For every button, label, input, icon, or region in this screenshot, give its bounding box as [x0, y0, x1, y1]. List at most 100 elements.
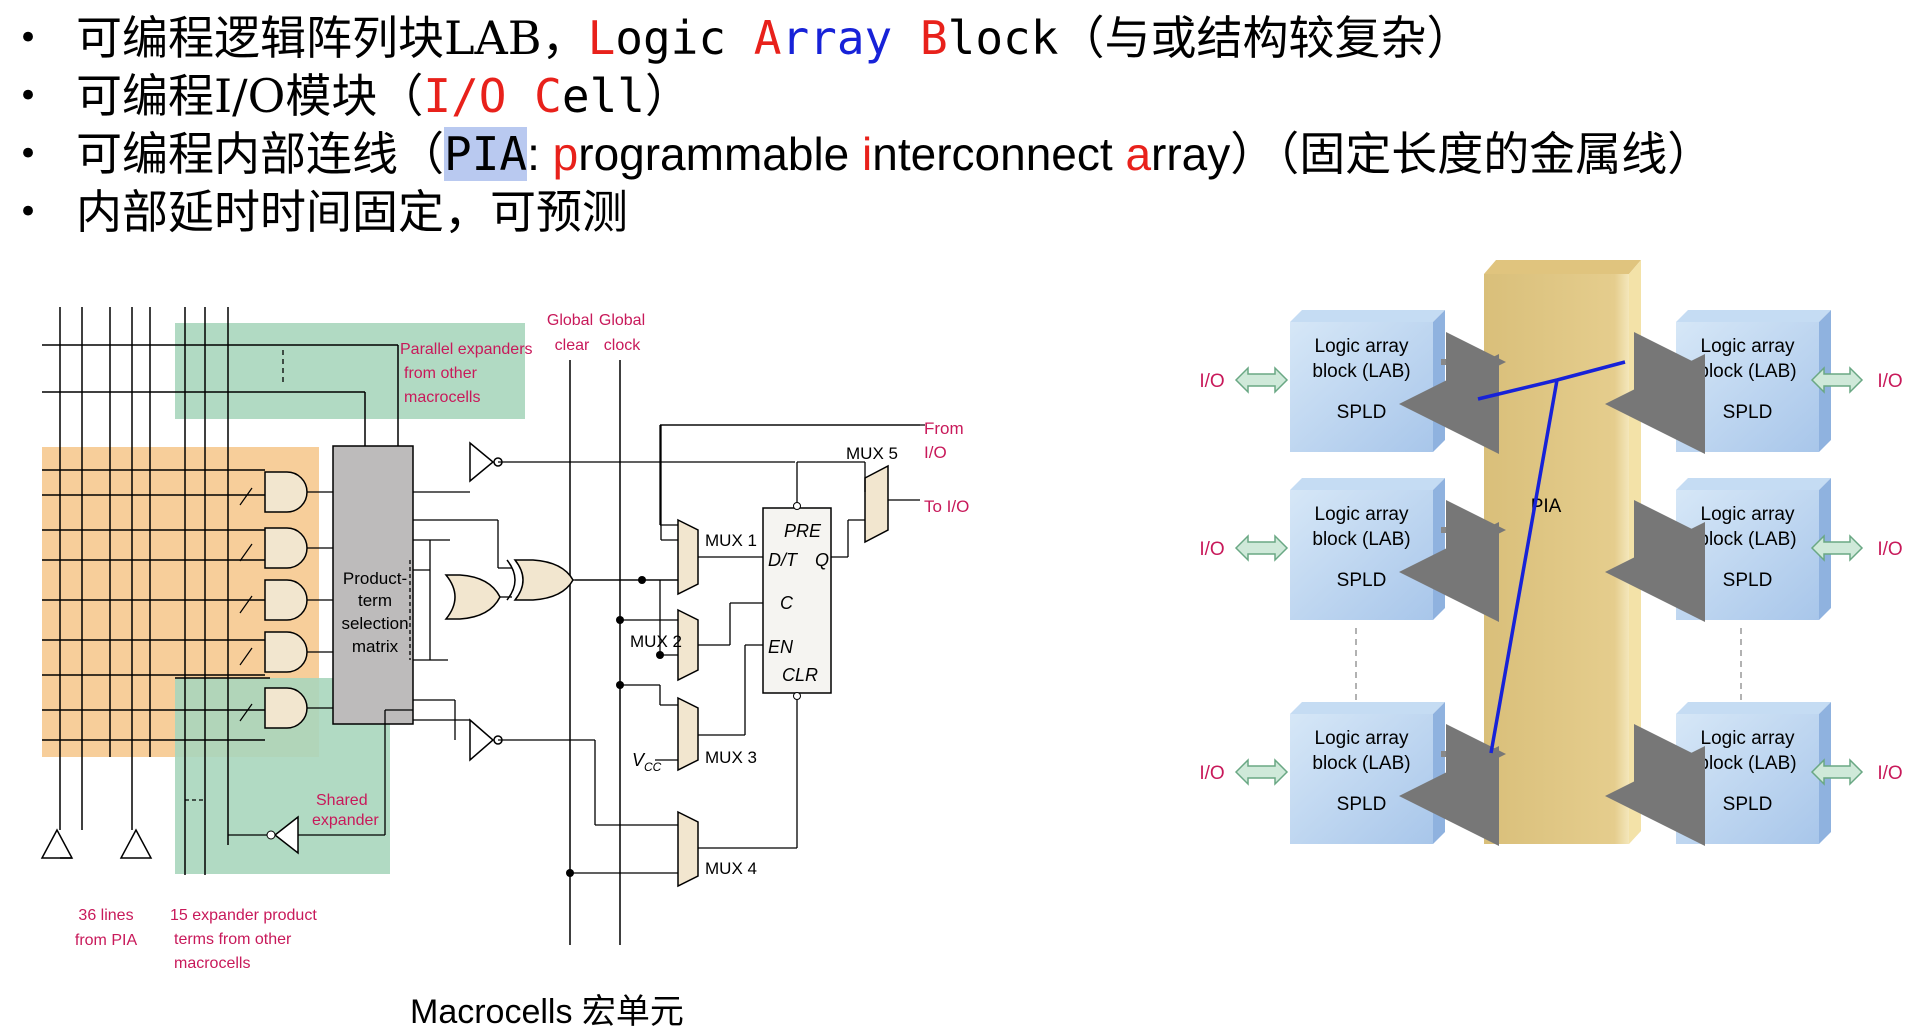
lab-text-2: block (LAB): [1312, 529, 1410, 550]
lab-block: Logic array block (LAB) SPLD: [1290, 310, 1445, 452]
lab-text-1: Logic array: [1315, 728, 1409, 749]
pia-letter-a: a: [1125, 128, 1152, 180]
lab-text-2: block (LAB): [1312, 753, 1410, 774]
io-label: I/O: [1877, 539, 1902, 560]
global-clock-label-2: clock: [604, 337, 641, 354]
pia-input-lines: [42, 307, 399, 875]
lab-word-logic: ogic: [615, 11, 754, 65]
lab-text-1: Logic array: [1315, 336, 1409, 357]
pia-word-programmable: rogrammable: [578, 128, 863, 180]
lab-text-3: SPLD: [1723, 794, 1773, 815]
bullet-lab-prefix: 可编程逻辑阵列块LAB，: [76, 11, 588, 65]
lab-letter-l: L: [587, 11, 616, 65]
lab-text-1: Logic array: [1701, 728, 1795, 749]
bullet-lab: • 可编程逻辑阵列块LAB，Logic Array Block（与或结构较复杂）: [18, 2, 1472, 74]
io-label: I/O: [1199, 539, 1224, 560]
lab-word-array: rray: [781, 11, 920, 65]
product-term-selection-matrix: [332, 445, 414, 725]
lab-text-2: block (LAB): [1698, 529, 1796, 550]
mux2: [677, 608, 699, 682]
ptsm-label-4: matrix: [352, 637, 399, 656]
from-io-label-1: From: [924, 419, 964, 438]
lab-text-2: block (LAB): [1312, 361, 1410, 382]
lab-word-block: lock: [947, 11, 1059, 65]
ptsm-label-3: selection: [341, 614, 408, 633]
lab-text-1: Logic array: [1701, 504, 1795, 525]
lab-text-3: SPLD: [1337, 402, 1387, 423]
io-cell-rest: ell: [561, 69, 645, 123]
ptsm-label-2: term: [358, 591, 392, 610]
parallel-expanders-label-2: from other: [404, 365, 478, 382]
xor-gate: [513, 559, 574, 601]
reg-pre: PRE: [784, 521, 822, 541]
shared-expander-label-2: expander: [312, 812, 379, 829]
vcc-label: VCC: [632, 750, 662, 774]
bullet-pia-suffix: ）（固定长度的金属线）: [1230, 127, 1714, 181]
lab-text-2: block (LAB): [1698, 361, 1796, 382]
mux5: [864, 464, 889, 544]
input-buffer-1: [40, 828, 74, 859]
io-connector: I/O: [1199, 366, 1289, 394]
bullet-dot: •: [18, 192, 39, 232]
global-clock-label-1: Global: [599, 312, 645, 329]
lab-letter-a: A: [753, 11, 782, 65]
reg-en: EN: [768, 637, 794, 657]
bullet-io: • 可编程I/O模块（I/O Cell）: [18, 60, 691, 132]
bullet-io-suffix: ）: [644, 69, 691, 123]
io-label: I/O: [1199, 763, 1224, 784]
macrocell-caption: Macrocells 宏单元: [410, 993, 684, 1031]
lab-letter-b: B: [919, 11, 948, 65]
mux1: [677, 518, 699, 596]
lab-text-3: SPLD: [1723, 402, 1773, 423]
parallel-expanders-label-3: macrocells: [404, 389, 480, 406]
register: [762, 507, 832, 694]
mux3: [677, 696, 699, 772]
bullet-dot: •: [18, 18, 39, 58]
buffer-bottom: [469, 718, 495, 762]
and-gates: [264, 471, 308, 729]
input-buffer-2: [119, 828, 153, 859]
mux2-label: MUX 2: [630, 632, 682, 651]
io-label: I/O: [1199, 371, 1224, 392]
lab-text-1: Logic array: [1701, 336, 1795, 357]
reg-dt: D/T: [768, 550, 799, 570]
bullet-io-prefix: 可编程I/O模块（: [76, 69, 424, 123]
io-label: I/O: [1877, 763, 1902, 784]
reg-clr: CLR: [782, 665, 818, 685]
bullet-delay: • 内部延时时间固定，可预测: [18, 176, 628, 248]
to-io-label: To I/O: [924, 497, 969, 516]
pia-word-array: rray: [1151, 128, 1231, 180]
reg-q: Q: [815, 550, 829, 570]
io-connector: I/O: [1199, 534, 1289, 562]
buffer-top: [469, 441, 495, 483]
ptsm-label-1: Product-: [343, 569, 407, 588]
lines36-label-1: 36 lines: [78, 907, 133, 924]
pia-letter-p: p: [552, 128, 579, 180]
mux5-label: MUX 5: [846, 444, 898, 463]
pia-bar-top: [1484, 260, 1641, 274]
bullet-pia: • 可编程内部连线（PIA: programmable interconnect…: [18, 118, 1713, 190]
from-io-label-2: I/O: [924, 443, 947, 462]
io-connector: I/O: [1199, 758, 1289, 786]
lab-text-3: SPLD: [1337, 570, 1387, 591]
io-connector: I/O: [1810, 366, 1903, 394]
pia-abbr: PIA: [444, 127, 528, 181]
bullet-delay-text: 内部延时时间固定，可预测: [76, 185, 628, 239]
mux1-label: MUX 1: [705, 531, 757, 550]
mux4: [677, 810, 699, 888]
shared-expander-label-1: Shared: [316, 792, 368, 809]
lab-text-2: block (LAB): [1698, 753, 1796, 774]
expander15-label-3: macrocells: [174, 955, 250, 972]
io-cell-highlight: I/O C: [423, 69, 562, 123]
lab-block: Logic array block (LAB) SPLD: [1676, 310, 1831, 452]
expander15-label-2: terms from other: [174, 931, 292, 948]
pia-letter-i: i: [862, 128, 873, 180]
pia-bar: [1484, 274, 1629, 844]
parallel-expander-region: [175, 323, 525, 419]
io-connector: I/O: [1810, 534, 1903, 562]
